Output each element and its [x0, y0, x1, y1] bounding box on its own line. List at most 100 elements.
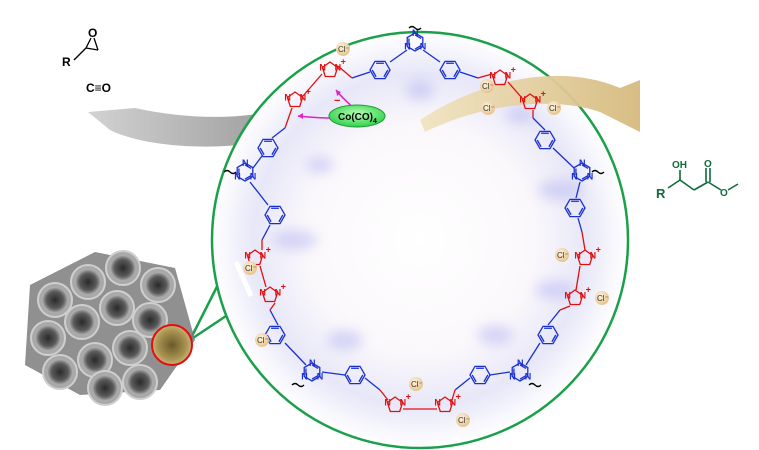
- chain-continuation-mark: [223, 169, 237, 175]
- chloride-label: Cl⁻: [549, 104, 561, 113]
- cation-charge: +: [511, 65, 516, 75]
- chloride-counter-ion: Cl⁻: [547, 101, 561, 115]
- imidazolium-ring-10: NN+: [434, 392, 461, 413]
- benzene-ring-6: [564, 198, 586, 218]
- cation-charge: +: [596, 245, 601, 255]
- crystal-pore: [140, 267, 176, 303]
- imidazolium-nitrogen: N: [580, 291, 587, 301]
- cationic-framework-fragment: NNNNNNNNNNNNNNNNN+NN+NN+NN+NN+NN+NN+NN+N…: [223, 25, 609, 427]
- triazine-nitrogen: N: [404, 42, 411, 52]
- reactant-inflow-arrow: [88, 108, 270, 147]
- chloride-counter-ion: Cl⁻: [409, 377, 423, 391]
- chloride-label: Cl⁻: [257, 336, 269, 345]
- crystal-pore: [37, 282, 73, 318]
- chain-continuation-mark: [591, 169, 605, 175]
- imidazolium-nitrogen: N: [564, 291, 571, 301]
- chloride-label: Cl⁻: [411, 380, 423, 389]
- cation-charge: +: [406, 392, 411, 402]
- imidazolium-ring-8: NN+: [564, 285, 591, 306]
- imidazolium-ring-6: NN+: [259, 282, 286, 303]
- chloride-counter-ion: Cl⁻: [336, 42, 350, 56]
- imidazolium-nitrogen: N: [335, 63, 342, 73]
- product-carbonyl-oxygen: O: [704, 159, 712, 170]
- benzene-ring-2: [439, 60, 461, 80]
- catalyst-ellipse: [328, 104, 386, 128]
- triazine-nitrogen: N: [242, 158, 249, 168]
- imidazolium-nitrogen: N: [284, 93, 291, 103]
- epoxide-oxygen: O: [88, 26, 97, 40]
- chloride-counter-ion: Cl⁻: [255, 333, 269, 347]
- product-ester-oxygen: O: [720, 188, 728, 199]
- highlighted-pore: [151, 324, 193, 366]
- triazine-node-4: NNN: [301, 358, 323, 382]
- crystal-pore: [70, 264, 106, 300]
- chain-continuation-mark: [528, 382, 542, 388]
- cation-charge: +: [456, 392, 461, 402]
- imidazolium-nitrogen: N: [244, 251, 251, 261]
- imidazolium-nitrogen: N: [300, 93, 307, 103]
- crystal-pore: [132, 302, 168, 338]
- catalyst-subscript: 4: [373, 118, 377, 125]
- chloride-label: Cl⁻: [458, 416, 470, 425]
- triazine-nitrogen: N: [412, 28, 419, 38]
- benzene-ring-3: [257, 138, 279, 158]
- crystal-pore: [99, 290, 135, 326]
- imidazolium-ring-9: NN+: [384, 392, 411, 413]
- imidazolium-nitrogen: N: [259, 288, 266, 298]
- imidazolium-nitrogen: N: [319, 63, 326, 73]
- imidazolium-ring-3: NN+: [489, 65, 516, 86]
- triazine-nitrogen: N: [525, 372, 532, 382]
- epoxide-structure: O R: [62, 26, 99, 69]
- chloride-counter-ion: Cl⁻: [480, 79, 494, 93]
- chloride-label: Cl⁻: [482, 82, 494, 91]
- triazine-nitrogen: N: [301, 372, 308, 382]
- crystal-pore: [122, 364, 158, 400]
- cation-charge: +: [266, 245, 271, 255]
- imidazolium-nitrogen: N: [574, 251, 581, 261]
- product-r-group: R: [656, 186, 666, 201]
- cation-charge: +: [541, 89, 546, 99]
- benzene-ring-4: [264, 205, 286, 225]
- epoxide-r-group: R: [62, 55, 71, 69]
- triazine-nitrogen: N: [317, 372, 324, 382]
- svg-text:Co(CO)4: Co(CO)4: [338, 112, 377, 125]
- triazine-nitrogen: N: [571, 172, 578, 182]
- chloride-counter-ion: Cl⁻: [555, 248, 569, 262]
- imidazolium-nitrogen: N: [400, 398, 407, 408]
- benzene-ring-9: [469, 365, 491, 385]
- cation-charge: +: [586, 285, 591, 295]
- chloride-counter-ion: Cl⁻: [243, 261, 257, 275]
- imidazolium-nitrogen: N: [260, 251, 267, 261]
- pore-zoom-callout: [188, 30, 630, 450]
- crystal-pore: [77, 342, 113, 378]
- chain-continuation-mark: [408, 25, 422, 31]
- triazine-nitrogen: N: [309, 358, 316, 368]
- crystal-pore: [64, 304, 100, 340]
- benzene-ring-1: [369, 60, 391, 80]
- pore-circle: [210, 30, 630, 450]
- cobalt-carbonyl-catalyst: Co(CO)4 −: [297, 89, 386, 128]
- triazine-nitrogen: N: [250, 172, 257, 182]
- imidazolium-nitrogen: N: [434, 398, 441, 408]
- triazine-node-1: NNN: [404, 28, 426, 52]
- pore-glow-spots: [273, 80, 582, 350]
- triazine-nitrogen: N: [420, 42, 427, 52]
- reactants-group: O R C≡O: [62, 26, 111, 95]
- chloride-counter-ion: Cl⁻: [595, 291, 609, 305]
- crystal-pore: [87, 370, 123, 406]
- imidazolium-nitrogen: N: [450, 398, 457, 408]
- imidazolium-nitrogen: N: [489, 71, 496, 81]
- porous-crystal-block: [25, 250, 195, 406]
- chain-continuation-mark: [291, 382, 305, 388]
- imidazolium-ring-1: NN+: [319, 57, 346, 78]
- cation-charge: +: [281, 282, 286, 292]
- triazine-nitrogen: N: [509, 372, 516, 382]
- triazine-node-5: NNN: [509, 358, 531, 382]
- chloride-label: Cl⁻: [338, 45, 350, 54]
- imidazolium-nitrogen: N: [590, 251, 597, 261]
- chloride-label: Cl⁻: [483, 104, 495, 113]
- imidazolium-nitrogen: N: [275, 288, 282, 298]
- crystal-pore: [30, 320, 66, 356]
- chloride-counter-ion: Cl⁻: [481, 101, 495, 115]
